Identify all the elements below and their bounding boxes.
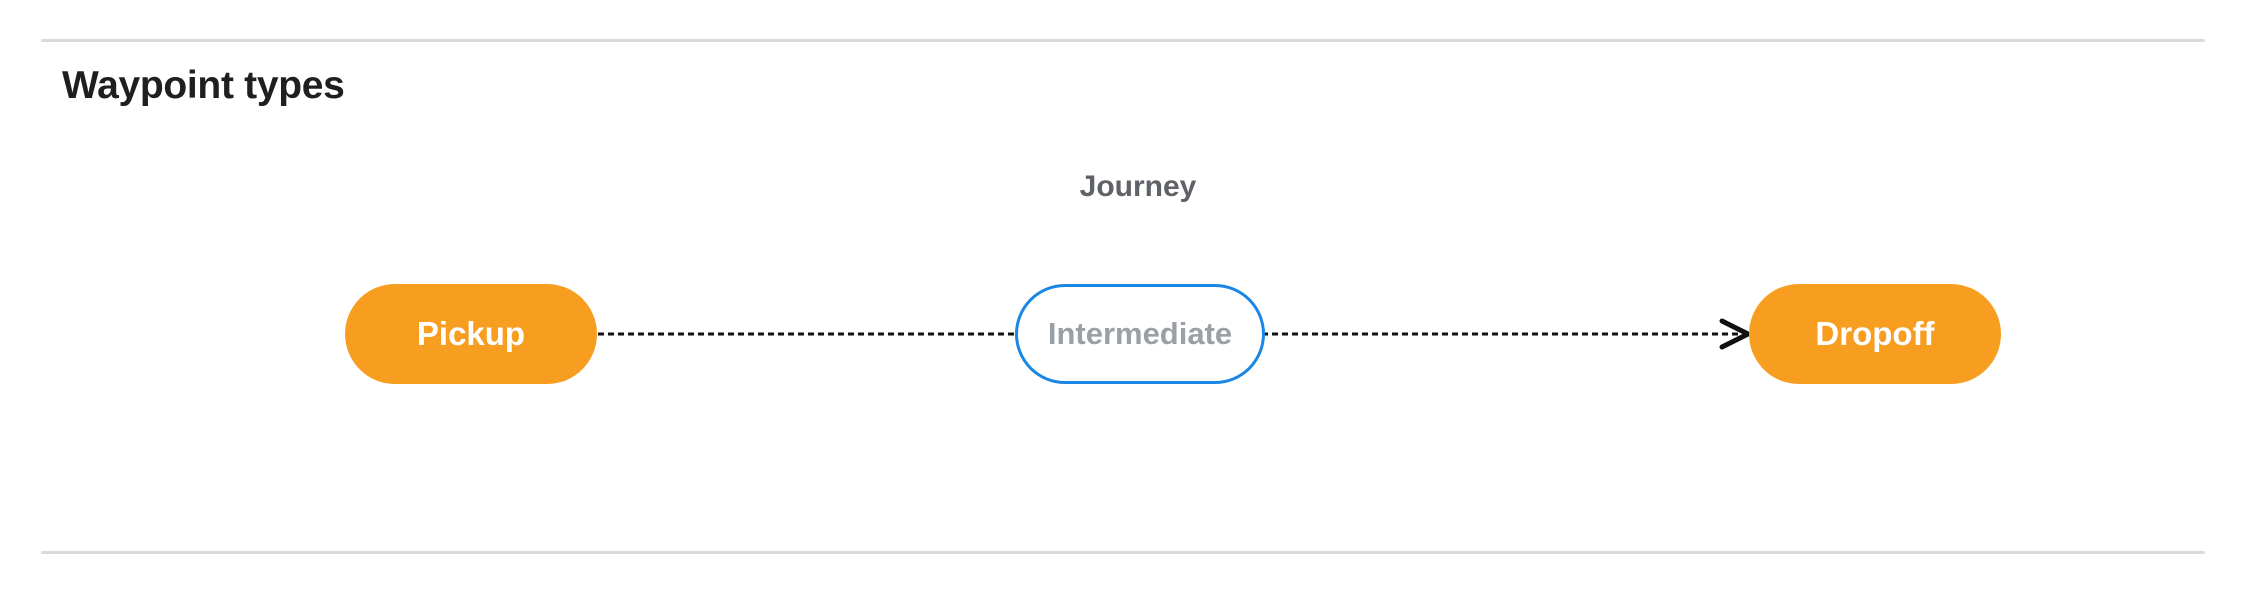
top-divider [41,39,2205,42]
node-dropoff-label: Dropoff [1815,315,1935,352]
node-dropoff: Dropoff [1749,284,2001,384]
node-intermediate-label: Intermediate [1047,316,1233,351]
journey-group-label: Journey [1079,170,1197,203]
arrowhead-icon [1719,318,1751,350]
page-title: Waypoint types [62,64,345,107]
node-intermediate: Intermediate [1015,284,1265,384]
node-pickup-label: Pickup [416,315,526,352]
bottom-divider [41,551,2205,554]
node-pickup: Pickup [345,284,597,384]
